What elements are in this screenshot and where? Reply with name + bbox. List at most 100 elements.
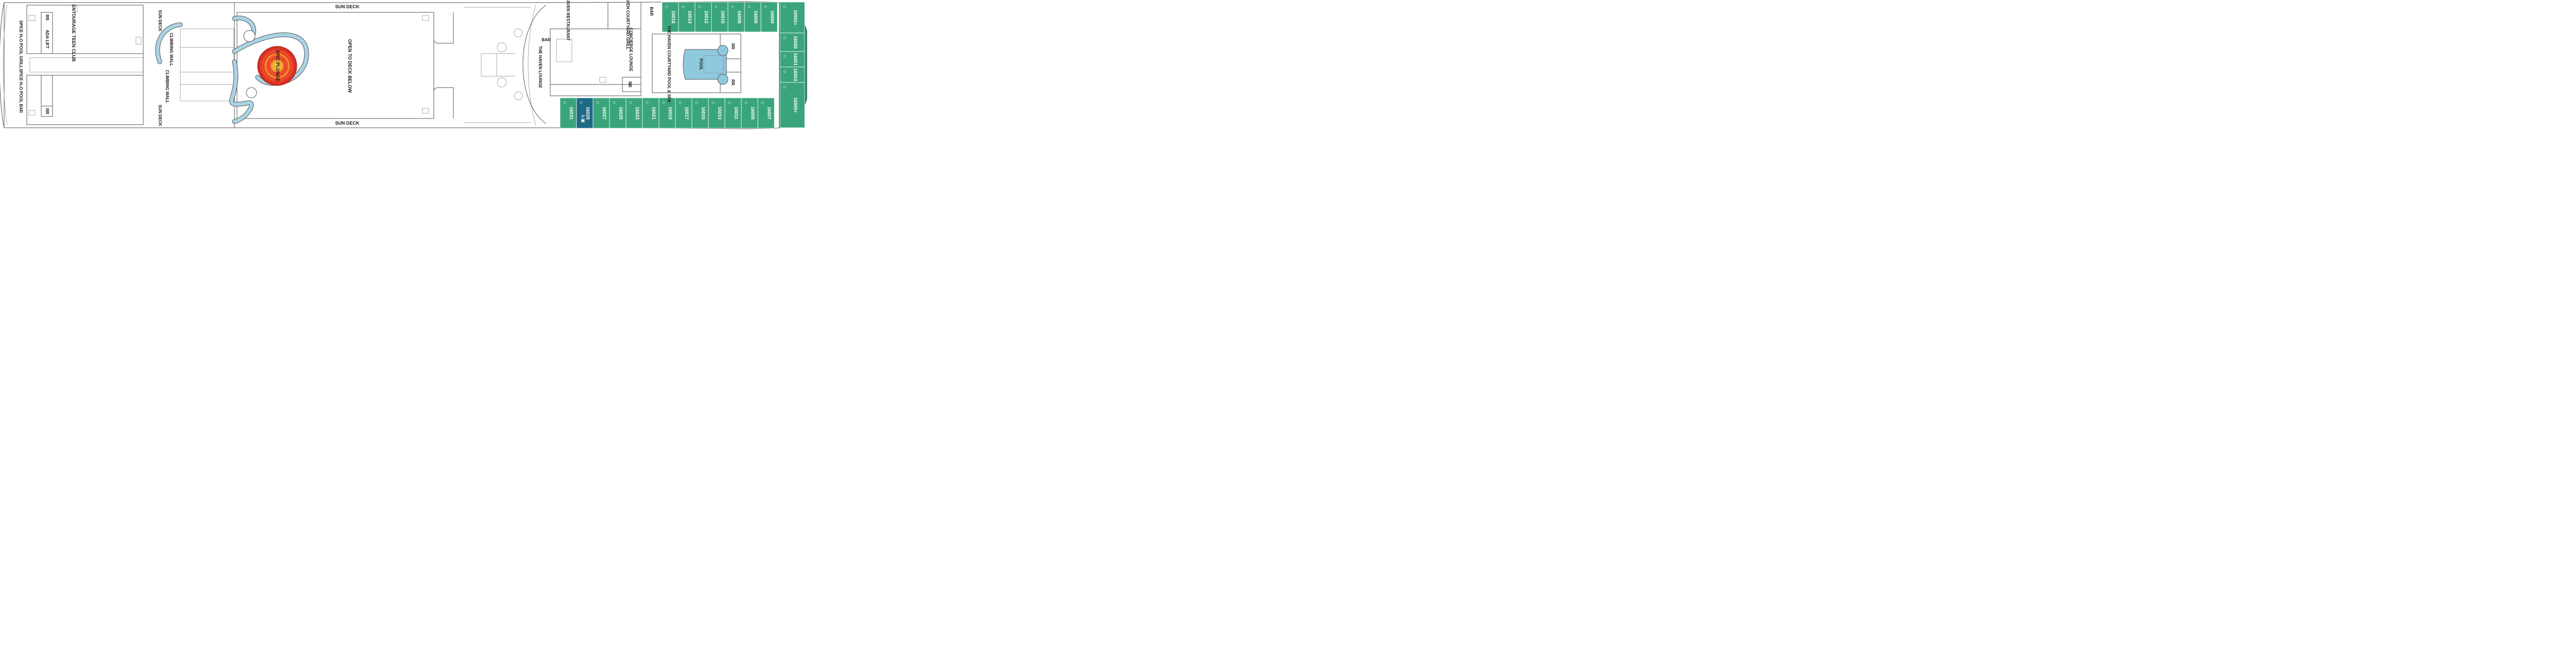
star-icon: ☆ — [783, 4, 787, 9]
spice-pool-bar-label: SPICE H₂O POOL BAR — [19, 69, 23, 113]
courtyard-pool-spa-label: THE HAVEN COURTYARD POOL & SPA — [667, 25, 671, 102]
bar-lounge-label: BAR — [541, 38, 551, 42]
cabin-16005-plus[interactable]: 16005+ ☆ — [779, 82, 805, 128]
star-icon: ☆ — [747, 4, 751, 9]
deck-plan: 16016☆16014☆16012☆16010☆16008☆16006☆1600… — [0, 0, 807, 129]
rr-courtyard-top: RR — [731, 43, 735, 49]
star-icon: ☆ — [711, 100, 715, 105]
sun-deck-bottom-label: SUN DECK — [335, 121, 360, 126]
cabin-number: 16025 — [618, 107, 623, 120]
star-icon: ☆ — [694, 100, 699, 105]
star-icon: ☆ — [596, 100, 600, 105]
accessible-icon: ♿▣ — [581, 114, 586, 123]
star-icon: ☆ — [662, 100, 666, 105]
cabin-16031[interactable]: 16031☆ — [560, 97, 577, 129]
star-icon: ☆ — [678, 100, 682, 105]
cabin-number: 16012 — [704, 10, 709, 23]
cabin-16009[interactable]: 16009☆ — [741, 97, 758, 129]
cabin-number: 16003 — [793, 68, 798, 81]
rr-stern-bottom: RR — [45, 108, 49, 114]
cabin-number: 16031 — [569, 107, 574, 120]
open-to-deck-label: OPEN TO DECK BELOW — [347, 39, 352, 93]
star-icon: ☆ — [783, 54, 787, 59]
star-icon: ☆ — [783, 69, 787, 74]
star-icon: ☆ — [612, 100, 616, 105]
stern-curve — [0, 2, 5, 128]
pool-label: POOL — [699, 59, 703, 71]
cabin-number: 16023 — [635, 107, 640, 120]
sun-deck-top-label: SUN DECK — [335, 4, 360, 9]
cabin-number: 16004 — [770, 10, 775, 23]
star-icon: ☆ — [783, 84, 787, 90]
star-icon: ☆ — [760, 100, 765, 105]
cabin-number: 16011 — [734, 107, 739, 120]
star-icon: ☆ — [629, 100, 633, 105]
climbing-wall-top: CLIMBING WALL — [169, 33, 174, 66]
cabin-16014[interactable]: 16014☆ — [678, 2, 696, 32]
cabin-number: 16005+ — [793, 97, 798, 113]
cabin-16003[interactable]: 16003 ☆ — [779, 66, 805, 83]
haven-lounge-label: THE HAVEN LOUNGE — [538, 46, 543, 89]
cabin-number: 16010 — [720, 10, 725, 23]
cabin-16012[interactable]: 16012☆ — [694, 2, 712, 32]
star-icon: ☆ — [665, 4, 669, 9]
haven-restaurant-label: THE HAVEN RESTAURANT — [566, 0, 570, 41]
cabin-16008[interactable]: 16008☆ — [727, 2, 745, 32]
star-icon: ☆ — [731, 4, 735, 9]
cabin-16021[interactable]: 16021☆ — [642, 97, 659, 129]
rr-concierge: RR — [628, 81, 632, 88]
star-icon: ☆ — [727, 100, 732, 105]
cabin-number: 16015 — [701, 107, 706, 120]
cabin-number: 16000 — [793, 36, 798, 48]
ada-lift-label: ADA LIFT — [45, 30, 49, 48]
cabin-number: 16008 — [737, 10, 742, 23]
cabin-16000[interactable]: 16000 ☆ — [779, 32, 805, 52]
cabin-number: 16006 — [753, 10, 758, 23]
cabin-16019[interactable]: 16019☆ — [658, 97, 676, 129]
cabin-16002-plus[interactable]: 16002+ ☆ — [779, 2, 805, 33]
cabin-number: 16019 — [668, 107, 673, 120]
star-icon: ☆ — [645, 100, 649, 105]
cabin-16001[interactable]: 16001 ☆ — [779, 51, 805, 67]
star-icon: ☆ — [681, 4, 685, 9]
cabin-number: 16029 — [585, 107, 590, 120]
cabin-number: 16001 — [793, 53, 798, 65]
star-icon: ☆ — [714, 4, 718, 9]
star-icon: ☆ — [764, 4, 768, 9]
cabin-number: 16021 — [651, 107, 656, 120]
climbing-wall-bottom: CLIMBING WALL — [165, 70, 170, 104]
cabin-number: 16002+ — [793, 10, 798, 25]
rr-courtyard-bottom: RR — [731, 79, 735, 86]
cabin-16016[interactable]: 16016☆ — [662, 2, 679, 32]
cabin-16015[interactable]: 16015☆ — [691, 97, 709, 129]
cabin-number: 16014 — [687, 10, 692, 23]
star-icon: ☆ — [698, 4, 702, 9]
cabin-16004[interactable]: 16004☆ — [760, 2, 778, 32]
cabin-number: 16007 — [767, 107, 772, 120]
cabin-16007[interactable]: 16007☆ — [757, 97, 775, 129]
cabin-16029[interactable]: 16029☆ ♿▣ — [576, 97, 594, 129]
star-icon: ☆ — [563, 100, 567, 105]
cabin-number: 16027 — [602, 107, 607, 120]
cabin-number: 16017 — [684, 107, 689, 120]
cabin-number: 16016 — [671, 10, 676, 23]
cabin-16011[interactable]: 16011☆ — [724, 97, 742, 129]
spice-pool-grill-label: SPICE H₂O POOL GRILL — [19, 21, 23, 69]
entourage-label: ENTOURAGE TEEN CLUB — [71, 4, 76, 62]
cabin-16025[interactable]: 16025☆ — [609, 97, 626, 129]
concierge-lounge-label: CONCIERGE LOUNGE — [629, 28, 633, 72]
star-icon: ☆ — [783, 35, 787, 40]
cabin-16027[interactable]: 16027☆ — [592, 97, 610, 129]
rr-stern-top: RR — [45, 14, 49, 21]
bar-forward-label: BAR — [649, 7, 654, 16]
cabin-16010[interactable]: 16010☆ — [711, 2, 728, 32]
epic-plunge-label: EPIC PLUNGE — [275, 50, 280, 81]
star-icon: ☆ — [744, 100, 748, 105]
star-icon: ☆ — [579, 100, 583, 105]
cabin-16006[interactable]: 16006☆ — [744, 2, 761, 32]
cabin-16023[interactable]: 16023☆ — [625, 97, 643, 129]
cabin-16013[interactable]: 16013☆ — [708, 97, 725, 129]
sun-deck-stern-bottom: SUN DECK — [158, 105, 162, 126]
cabin-number: 16009 — [750, 107, 755, 120]
cabin-16017[interactable]: 16017☆ — [675, 97, 692, 129]
